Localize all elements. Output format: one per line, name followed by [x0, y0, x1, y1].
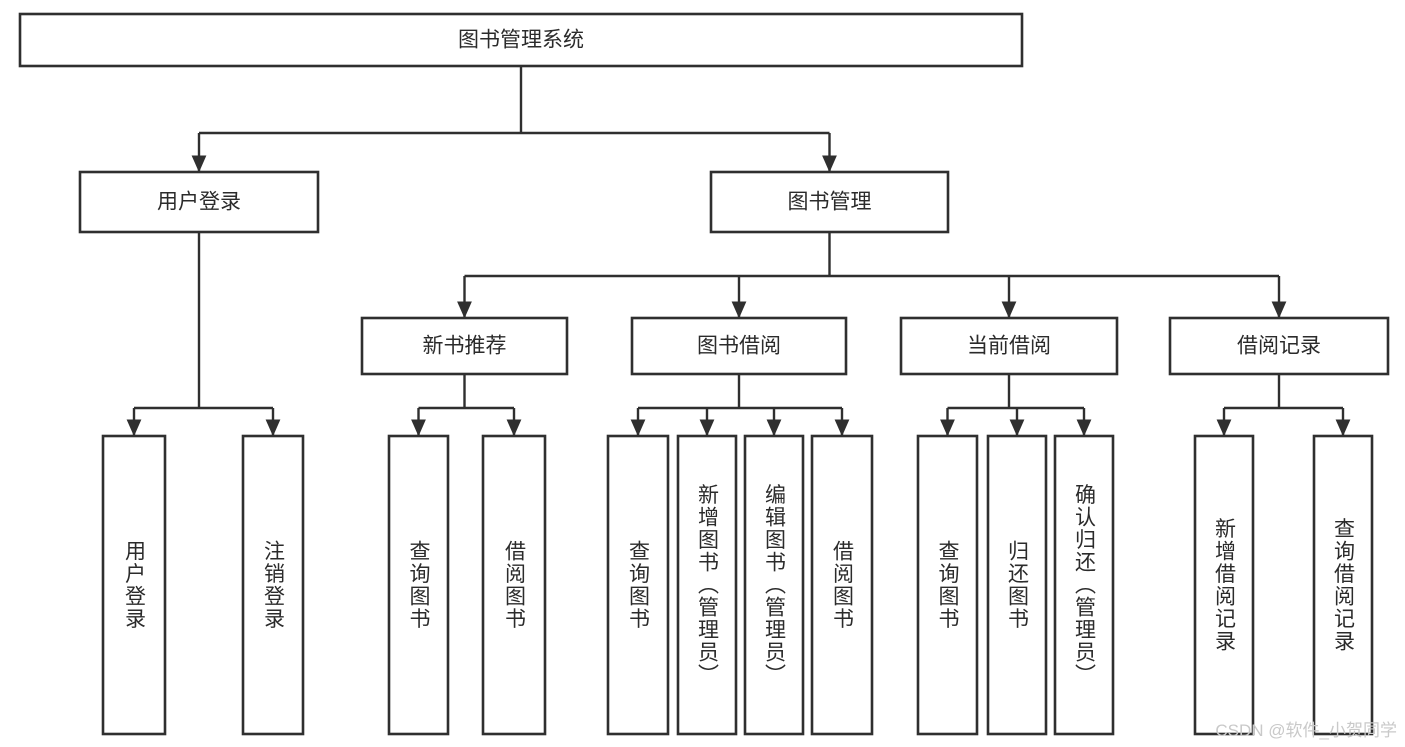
- diagram-node-leaf5[interactable]: 查询图书: [606, 434, 670, 736]
- node-box[interactable]: [1193, 434, 1255, 736]
- diagram-node-leaf13[interactable]: 查询借阅记录: [1312, 434, 1374, 736]
- node-box[interactable]: [78, 170, 320, 234]
- node-box[interactable]: [1312, 434, 1374, 736]
- node-box[interactable]: [1168, 316, 1390, 376]
- diagram-node-leaf4[interactable]: 借阅图书: [481, 434, 547, 736]
- diagram-node-login[interactable]: 用户登录: [78, 170, 320, 234]
- diagram-node-current[interactable]: 当前借阅: [899, 316, 1119, 376]
- diagram-node-leaf10[interactable]: 归还图书: [986, 434, 1048, 736]
- node-layer: 图书管理系统用户登录图书管理新书推荐图书借阅当前借阅借阅记录用户登录注销登录查询…: [18, 12, 1390, 736]
- node-box[interactable]: [630, 316, 848, 376]
- node-label: 用户登录: [157, 191, 241, 214]
- node-label: 当前借阅: [967, 335, 1051, 358]
- node-box[interactable]: [986, 434, 1048, 736]
- node-label: 借阅记录: [1237, 335, 1321, 358]
- node-label: 查询图书: [627, 540, 651, 630]
- node-box[interactable]: [101, 434, 167, 736]
- node-box[interactable]: [606, 434, 670, 736]
- node-label: 查询图书: [407, 540, 431, 630]
- node-label: 新增图书（管理员）: [696, 484, 720, 687]
- node-box[interactable]: [899, 316, 1119, 376]
- node-label: 新书推荐: [423, 335, 507, 358]
- node-box[interactable]: [360, 316, 569, 376]
- diagram-node-leaf12[interactable]: 新增借阅记录: [1193, 434, 1255, 736]
- node-box[interactable]: [676, 434, 738, 736]
- diagram-node-leaf1[interactable]: 用户登录: [101, 434, 167, 736]
- diagram-node-borrow[interactable]: 图书借阅: [630, 316, 848, 376]
- diagram-node-newbook[interactable]: 新书推荐: [360, 316, 569, 376]
- node-box[interactable]: [18, 12, 1024, 68]
- node-label: 查询借阅记录: [1332, 518, 1356, 653]
- node-label: 借阅图书: [503, 540, 527, 630]
- diagram-node-leaf9[interactable]: 查询图书: [916, 434, 979, 736]
- node-box[interactable]: [709, 170, 950, 234]
- diagram-node-leaf11[interactable]: 确认归还（管理员）: [1053, 434, 1115, 736]
- node-label: 编辑图书（管理员）: [763, 484, 787, 687]
- diagram-node-leaf7[interactable]: 编辑图书（管理员）: [743, 434, 805, 736]
- node-box[interactable]: [1053, 434, 1115, 736]
- diagram-node-root[interactable]: 图书管理系统: [18, 12, 1024, 68]
- node-label: 归还图书: [1006, 540, 1030, 630]
- node-box[interactable]: [241, 434, 305, 736]
- diagram-node-leaf3[interactable]: 查询图书: [387, 434, 450, 736]
- diagram-node-bookmgmt[interactable]: 图书管理: [709, 170, 950, 234]
- node-label: 注销登录: [262, 540, 286, 630]
- node-label: 借阅图书: [831, 540, 855, 630]
- node-box[interactable]: [916, 434, 979, 736]
- node-box[interactable]: [743, 434, 805, 736]
- node-label: 用户登录: [123, 540, 147, 630]
- diagram-node-leaf8[interactable]: 借阅图书: [810, 434, 874, 736]
- node-box[interactable]: [481, 434, 547, 736]
- node-box[interactable]: [810, 434, 874, 736]
- node-label: 图书借阅: [697, 335, 781, 358]
- diagram-node-leaf2[interactable]: 注销登录: [241, 434, 305, 736]
- node-label: 查询图书: [936, 540, 960, 630]
- diagram-node-leaf6[interactable]: 新增图书（管理员）: [676, 434, 738, 736]
- connector-layer: [126, 66, 1351, 437]
- node-label: 确认归还（管理员）: [1073, 484, 1097, 687]
- node-box[interactable]: [387, 434, 450, 736]
- diagram-node-records[interactable]: 借阅记录: [1168, 316, 1390, 376]
- node-label: 图书管理系统: [458, 29, 584, 52]
- node-label: 图书管理: [788, 191, 872, 214]
- node-label: 新增借阅记录: [1213, 518, 1237, 653]
